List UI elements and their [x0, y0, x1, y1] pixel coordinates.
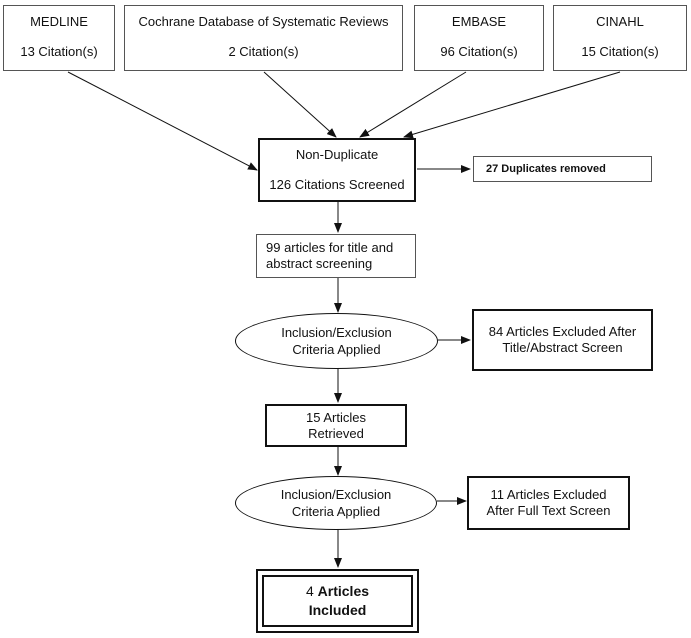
included-box: 4 Articles Included	[256, 569, 419, 633]
arrow-medline	[67, 71, 258, 171]
arrow-cinahl	[403, 71, 621, 139]
excluded1-line2: Title/Abstract Screen	[502, 340, 623, 355]
source-cinahl: CINAHL 15 Citation(s)	[553, 5, 687, 71]
source-cochrane: Cochrane Database of Systematic Reviews …	[124, 5, 403, 71]
title-abstract-box: 99 articles for title and abstract scree…	[256, 234, 416, 278]
included-line2: Included	[308, 602, 367, 618]
title-abstract-line1: 99 articles for title and	[266, 240, 394, 255]
source-name: CINAHL	[596, 14, 644, 29]
arrow-embase	[359, 71, 467, 138]
retrieved-line2: Retrieved	[308, 425, 364, 441]
nondup-line1: Non-Duplicate	[295, 147, 379, 162]
source-embase: EMBASE 96 Citation(s)	[414, 5, 544, 71]
included-number: 4	[305, 583, 314, 599]
title-abstract-line2: abstract screening	[266, 256, 373, 271]
retrieved-box: 15 Articles Retrieved	[265, 404, 407, 447]
excluded-title-abstract-box: 84 Articles Excluded After Title/Abstrac…	[472, 309, 653, 371]
criteria-oval-2: Inclusion/Exclusion Criteria Applied	[235, 476, 437, 530]
source-count: 96 Citation(s)	[440, 44, 518, 59]
excluded2-line1: 11 Articles Excluded	[490, 487, 607, 502]
criteria1-line2: Criteria Applied	[292, 342, 381, 357]
arrow-cochrane	[263, 71, 337, 138]
criteria2-line2: Criteria Applied	[291, 504, 381, 519]
duplicates-box: 27 Duplicates removed	[473, 156, 652, 182]
source-name: Cochrane Database of Systematic Reviews	[138, 14, 389, 29]
included-word: Articles	[317, 583, 370, 599]
criteria1-line1: Inclusion/Exclusion	[281, 325, 392, 340]
source-count: 15 Citation(s)	[581, 44, 659, 59]
source-name: EMBASE	[451, 14, 507, 29]
criteria2-line1: Inclusion/Exclusion	[280, 487, 392, 502]
excluded-full-text-box: 11 Articles Excluded After Full Text Scr…	[467, 476, 630, 530]
nondup-line2: 126 Citations Screened	[269, 177, 405, 192]
criteria-oval-1: Inclusion/Exclusion Criteria Applied	[235, 313, 438, 369]
excluded2-line2: After Full Text Screen	[486, 503, 611, 518]
duplicates-label: 27 Duplicates removed	[486, 163, 606, 175]
source-name: MEDLINE	[30, 14, 88, 29]
source-medline: MEDLINE 13 Citation(s)	[3, 5, 115, 71]
excluded1-line1: 84 Articles Excluded After	[488, 324, 637, 339]
source-count: 13 Citation(s)	[20, 44, 98, 59]
retrieved-line1: 15 Articles	[306, 409, 366, 425]
source-count: 2 Citation(s)	[228, 44, 299, 59]
nondup-box: Non-Duplicate 126 Citations Screened	[258, 138, 416, 202]
included-line1: 4 Articles	[306, 582, 369, 601]
